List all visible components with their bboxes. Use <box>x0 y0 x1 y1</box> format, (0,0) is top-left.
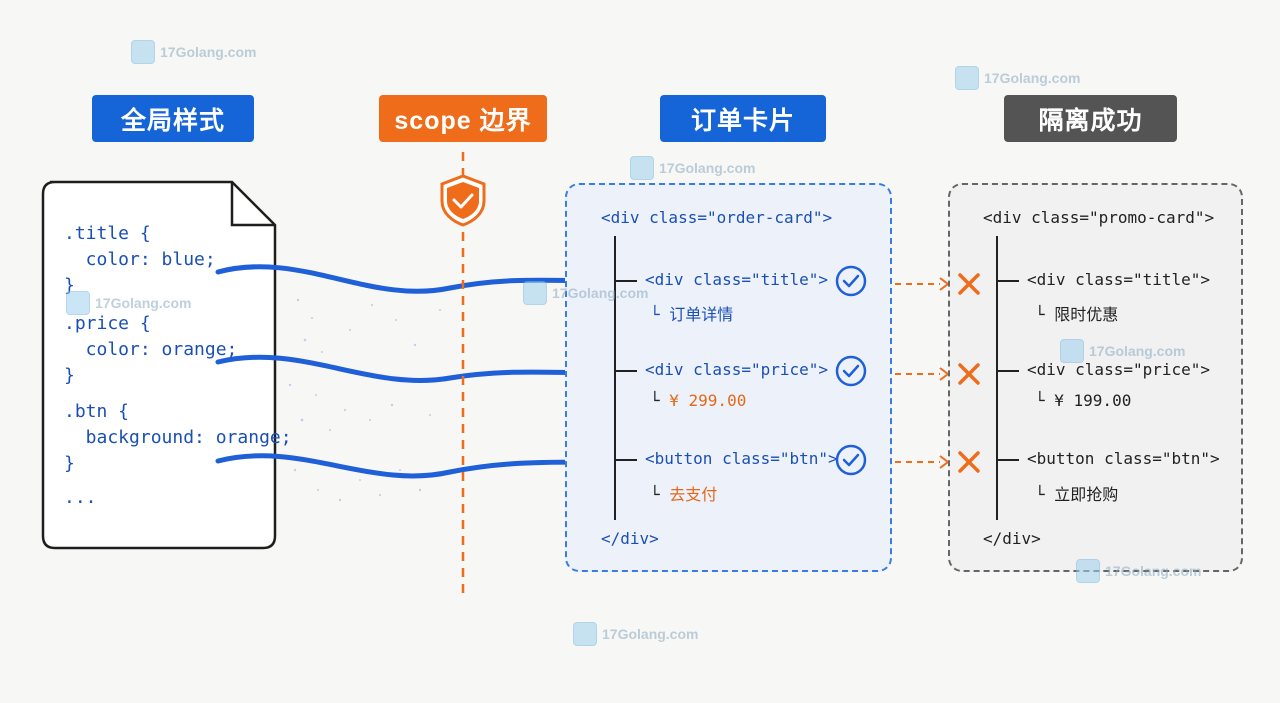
tree-branch <box>615 280 637 282</box>
css-line: .price { <box>64 313 151 334</box>
promo-button-text: └ 立即抢购 <box>1035 485 1119 504</box>
watermark-logo-icon <box>630 156 654 180</box>
label-order-card: 订单卡片 <box>660 95 826 142</box>
watermark-logo-icon <box>66 291 90 315</box>
promo-price-tag: <div class="price"> <box>1027 360 1211 379</box>
order-price-text: └ ¥ 299.00 <box>650 391 747 410</box>
promo-button-tag: <button class="btn"> <box>1027 449 1220 468</box>
css-line: .btn { <box>64 401 130 422</box>
css-line: } <box>64 453 75 474</box>
css-line: } <box>64 275 75 296</box>
watermark-logo-icon <box>131 40 155 64</box>
promo-card-close-tag: </div> <box>983 529 1041 548</box>
tree-branch <box>997 280 1019 282</box>
arrow-title <box>215 264 602 296</box>
label-global-styles: 全局样式 <box>92 95 254 142</box>
watermark: 17Golang.com <box>1076 559 1201 583</box>
promo-card-tree-line <box>996 236 998 520</box>
check-circle-icon <box>835 355 867 387</box>
shield-check-icon <box>440 174 486 227</box>
arrow-price <box>215 354 602 388</box>
watermark: 17Golang.com <box>573 622 698 646</box>
watermark: 17Golang.com <box>955 66 1080 90</box>
watermark-logo-icon <box>1060 339 1084 363</box>
speckle-texture <box>288 298 441 502</box>
css-line: .title { <box>64 223 151 244</box>
tree-branch <box>997 459 1019 461</box>
promo-price-text: └ ¥ 199.00 <box>1035 391 1132 410</box>
tree-branch <box>615 370 637 372</box>
css-document-fold <box>230 182 275 227</box>
promo-card-open-tag: <div class="promo-card"> <box>983 208 1215 227</box>
order-title-tag: <div class="title"> <box>645 270 829 289</box>
check-circle-icon <box>835 444 867 476</box>
label-scope-boundary: scope 边界 <box>379 95 547 142</box>
order-card-open-tag: <div class="order-card"> <box>601 208 833 227</box>
watermark-logo-icon <box>955 66 979 90</box>
cross-icon <box>958 451 980 473</box>
css-line: ... <box>64 487 97 508</box>
promo-title-tag: <div class="title"> <box>1027 270 1211 289</box>
watermark: 17Golang.com <box>131 40 256 64</box>
order-button-text: └ 去支付 <box>650 485 718 504</box>
label-isolation-success: 隔离成功 <box>1004 95 1177 142</box>
cross-icon <box>958 363 980 385</box>
order-button-tag: <button class="btn"> <box>645 449 838 468</box>
watermark: 17Golang.com <box>66 291 191 315</box>
css-line: } <box>64 365 75 386</box>
tree-branch <box>997 370 1019 372</box>
watermark-logo-icon <box>523 281 547 305</box>
cross-icon <box>958 273 980 295</box>
order-card-close-tag: </div> <box>601 529 659 548</box>
watermark: 17Golang.com <box>630 156 755 180</box>
order-card-tree-line <box>614 236 616 520</box>
watermark: 17Golang.com <box>523 281 648 305</box>
check-circle-icon <box>835 265 867 297</box>
css-line: color: orange; <box>64 339 238 360</box>
watermark: 17Golang.com <box>1060 339 1185 363</box>
tree-branch <box>615 459 637 461</box>
promo-title-text: └ 限时优惠 <box>1035 305 1119 324</box>
order-title-text: └ 订单详情 <box>650 305 734 324</box>
watermark-logo-icon <box>1076 559 1100 583</box>
watermark-logo-icon <box>573 622 597 646</box>
css-line: color: blue; <box>64 249 216 270</box>
css-line: background: orange; <box>64 427 292 448</box>
arrow-btn <box>215 447 602 479</box>
order-price-tag: <div class="price"> <box>645 360 829 379</box>
